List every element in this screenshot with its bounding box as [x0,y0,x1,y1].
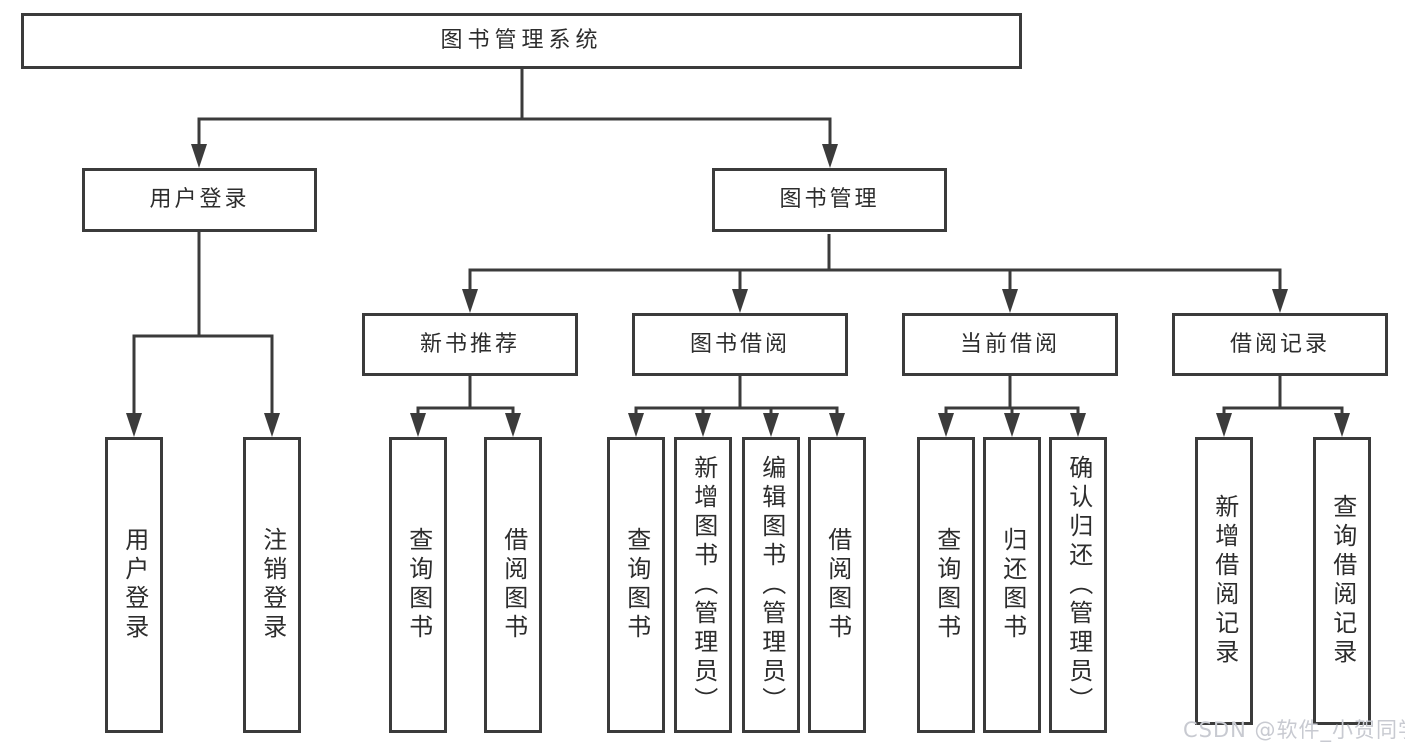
arrowhead-icon [763,413,779,437]
node-root: 图书管理系统 [21,13,1022,69]
arrowhead-icon [829,413,845,437]
arrowhead-icon [938,413,954,437]
node-current-borrow: 当前借阅 [902,313,1118,376]
node-book-management-branch: 图书管理 [712,168,947,232]
node-book-borrow: 图书借阅 [632,313,848,376]
arrowhead-icon [695,413,711,437]
leaf-logout: 注销登录 [243,437,301,733]
arrowhead-icon [264,413,280,437]
leaf-add-book-admin: 新增图书（管理员） [674,437,732,733]
node-new-book-recommend: 新书推荐 [362,313,578,376]
arrowhead-icon [126,413,142,437]
leaf-query-books-2: 查询图书 [607,437,665,733]
arrowhead-icon [822,144,838,168]
leaf-query-books-1: 查询图书 [389,437,447,733]
arrowhead-icon [1216,413,1232,437]
node-borrow-records: 借阅记录 [1172,313,1388,376]
arrowhead-icon [505,413,521,437]
leaf-query-books-3: 查询图书 [917,437,975,733]
leaf-query-borrow-record: 查询借阅记录 [1313,437,1371,725]
arrowhead-icon [1334,413,1350,437]
node-user-login-branch: 用户登录 [82,168,317,232]
watermark: CSDN @软件_小贺同学 [1183,718,1405,742]
leaf-user-login: 用户登录 [105,437,163,733]
arrowhead-icon [1070,413,1086,437]
arrowhead-icon [1272,289,1288,313]
leaf-return-book: 归还图书 [983,437,1041,733]
arrowhead-icon [732,289,748,313]
arrowhead-icon [628,413,644,437]
leaf-borrow-books-2: 借阅图书 [808,437,866,733]
arrowhead-icon [1002,289,1018,313]
leaf-edit-book-admin: 编辑图书（管理员） [742,437,800,733]
leaf-add-borrow-record: 新增借阅记录 [1195,437,1253,725]
arrowhead-icon [462,289,478,313]
leaf-borrow-books-1: 借阅图书 [484,437,542,733]
arrowhead-icon [410,413,426,437]
arrowhead-icon [191,144,207,168]
leaf-confirm-return-admin: 确认归还（管理员） [1049,437,1107,733]
arrowhead-icon [1004,413,1020,437]
